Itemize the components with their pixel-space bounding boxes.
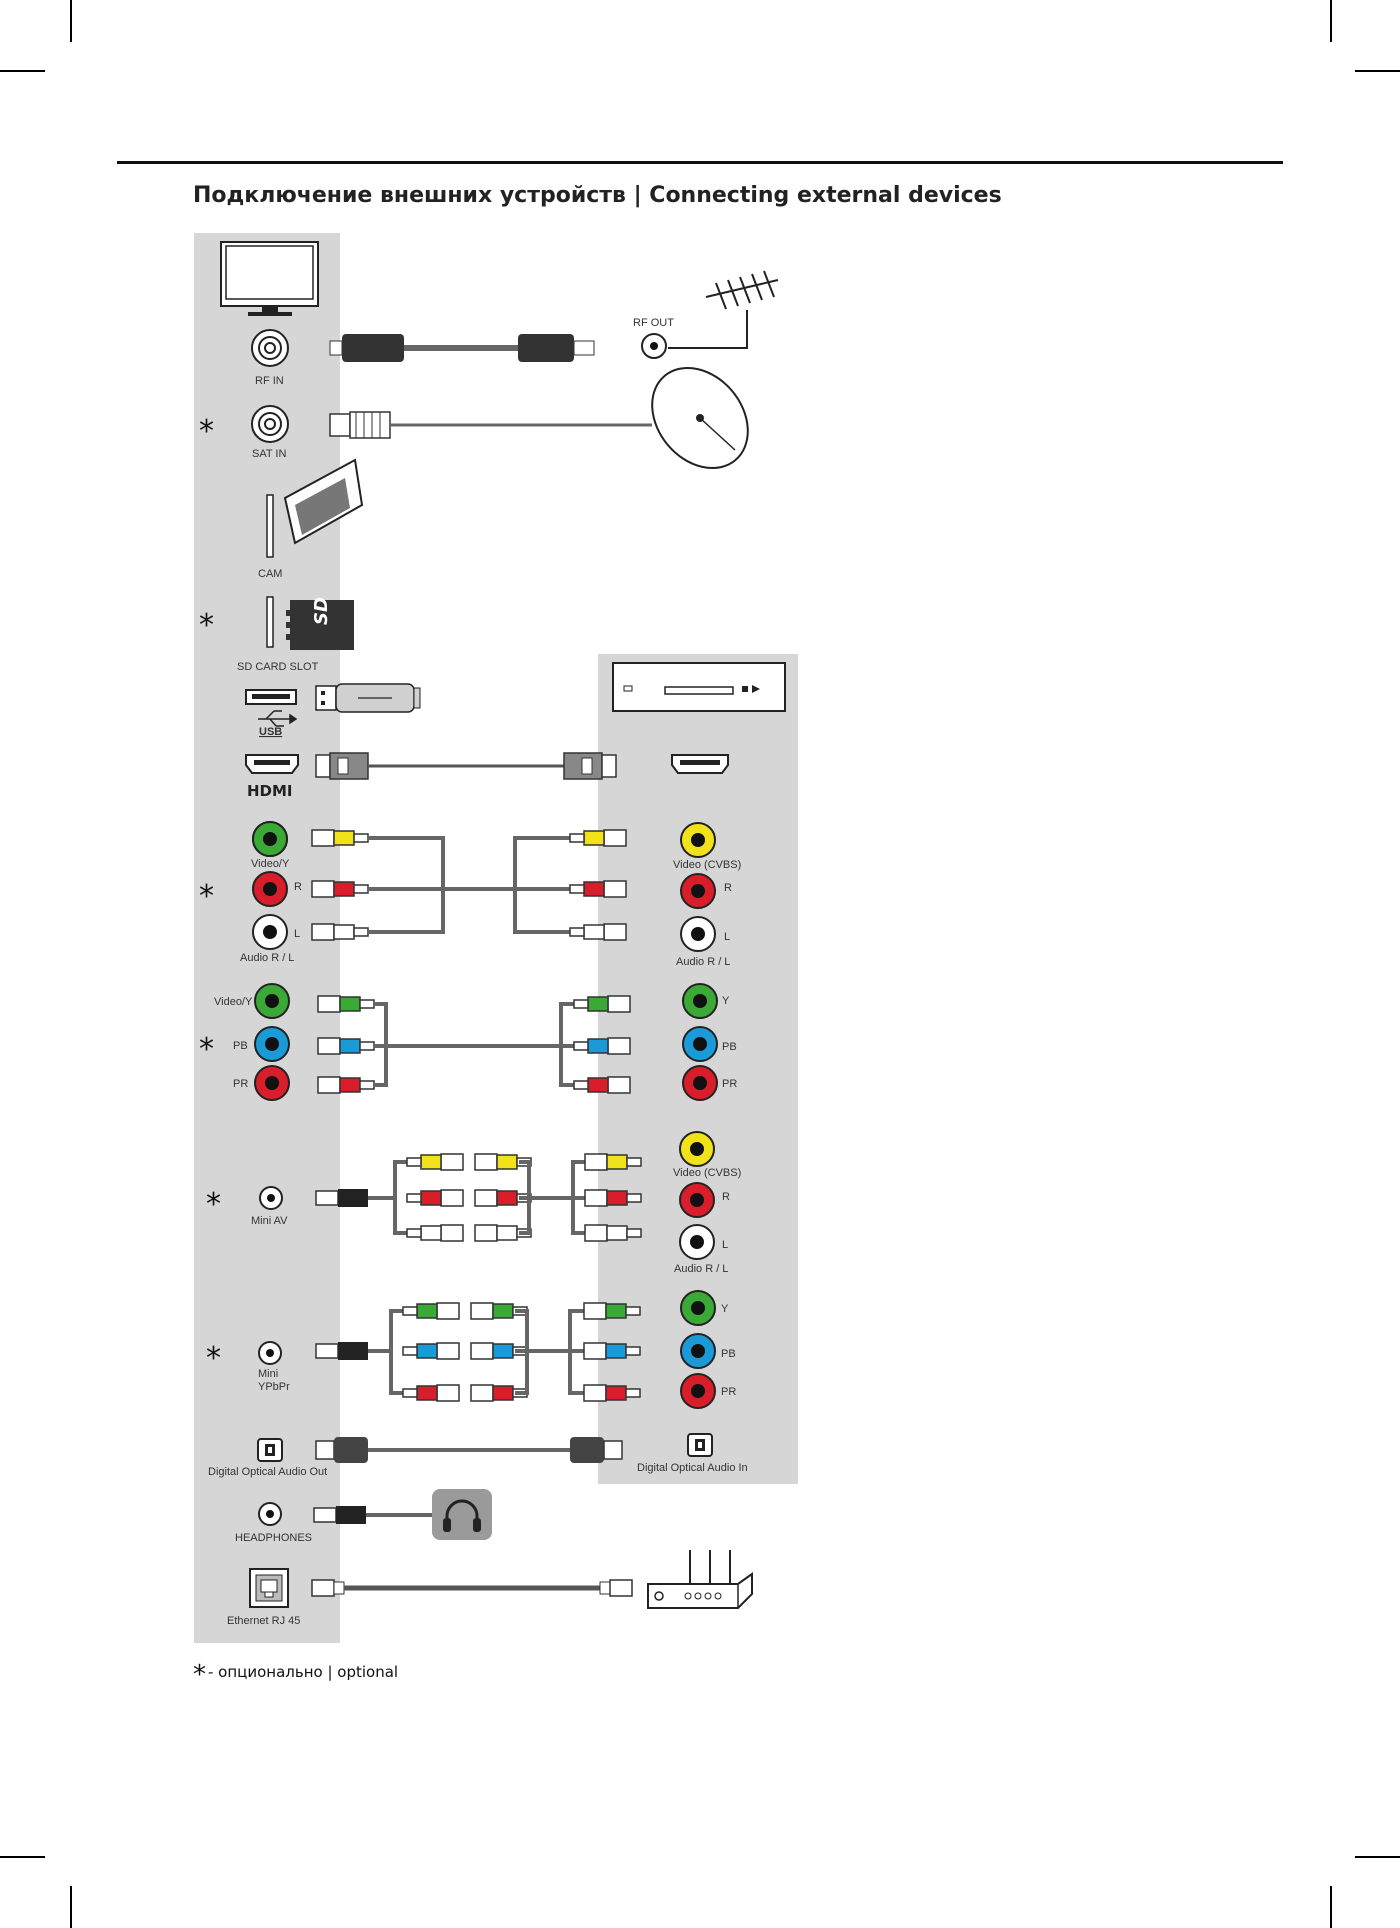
- headphones-jack-icon: [258, 1502, 282, 1526]
- sd-badge: SD: [311, 597, 332, 625]
- composite-av-cable: [311, 829, 627, 941]
- tv-comp-pb-label: PB: [233, 1040, 248, 1052]
- headphones-icon: [432, 1489, 492, 1540]
- tv-av-r-label: R: [294, 881, 302, 893]
- rf-in-socket-icon: [251, 329, 289, 367]
- optional-star: *: [206, 1187, 221, 1222]
- page-title: Подключение внешних устройств | Connecti…: [193, 183, 1002, 208]
- crop-mark: [1355, 70, 1400, 72]
- component-cable: [317, 995, 631, 1094]
- crop-mark: [0, 1856, 45, 1858]
- headphones-label: HEADPHONES: [235, 1532, 312, 1544]
- tv-av-audio-label: Audio R / L: [240, 952, 294, 964]
- dev-av-l-label: L: [724, 931, 730, 943]
- ethernet-port-icon: [249, 1568, 289, 1608]
- footnote-text: - опционально | optional: [208, 1663, 399, 1681]
- optional-star: *: [206, 1341, 221, 1376]
- tv-icon: [220, 241, 319, 316]
- tv-comp-video-label: Video/Y: [214, 996, 253, 1008]
- footnote: *- опционально | optional: [193, 1660, 398, 1690]
- dev-comp-pb-label: PB: [722, 1041, 737, 1053]
- hdmi-cable: [315, 752, 617, 780]
- media-player-icon: [612, 662, 786, 712]
- cam-label: CAM: [258, 568, 282, 580]
- optional-star: *: [199, 1032, 214, 1067]
- mini-av-label: Mini AV: [251, 1215, 288, 1227]
- crop-mark: [0, 70, 45, 72]
- sd-slot-icon: [266, 596, 274, 648]
- headphones-cable: [313, 1505, 432, 1525]
- mini-av-jack-icon: [259, 1186, 283, 1210]
- dev-av2-l-label: L: [722, 1239, 728, 1251]
- dev-comp2-y-label: Y: [721, 1303, 729, 1315]
- optical-out-label: Digital Optical Audio Out: [208, 1466, 327, 1478]
- hdmi-port-icon: [245, 754, 299, 774]
- header-rule: [117, 161, 1283, 164]
- optional-star: *: [199, 879, 214, 914]
- antenna-icon: [668, 270, 779, 349]
- satellite-dish-icon: [651, 366, 749, 470]
- cam-module-icon: [266, 458, 364, 558]
- sd-card-icon: SD: [286, 597, 354, 650]
- mini-ypbpr-jack-icon: [258, 1341, 282, 1365]
- dev-comp-y-label: Y: [722, 995, 730, 1007]
- usb-label: USB: [259, 726, 282, 738]
- crop-mark: [1330, 0, 1332, 42]
- optical-out-port-icon: [257, 1438, 283, 1462]
- mini-ypbpr-label-1: Mini: [258, 1368, 278, 1380]
- dev-av-video-label: Video (CVBS): [673, 859, 741, 871]
- optional-star: *: [199, 608, 214, 643]
- dev-av-audio-label: Audio R / L: [676, 956, 730, 968]
- usb-port-icon: [245, 689, 297, 705]
- optional-star: *: [199, 414, 214, 449]
- device-hdmi-port-icon: [671, 754, 729, 774]
- mini-av-cable: [315, 1153, 642, 1242]
- rf-out-socket-icon: [641, 333, 667, 359]
- dev-comp-pr-label: PR: [722, 1078, 737, 1090]
- rf-in-label: RF IN: [255, 375, 284, 387]
- rf-out-label: RF OUT: [633, 317, 674, 329]
- usb-stick-icon: [315, 683, 421, 713]
- ethernet-label: Ethernet RJ 45: [227, 1615, 300, 1627]
- usb-symbol-icon: [258, 710, 298, 727]
- optical-in-port-icon: [687, 1433, 713, 1457]
- sat-in-socket-icon: [251, 405, 289, 443]
- footnote-star: *: [193, 1660, 206, 1690]
- crop-mark: [1330, 1886, 1332, 1928]
- router-icon: [647, 1550, 753, 1609]
- dev-comp2-pr-label: PR: [721, 1386, 736, 1398]
- tv-av-video-label: Video/Y: [251, 858, 290, 870]
- crop-mark: [70, 1886, 72, 1928]
- dev-av2-r-label: R: [722, 1191, 730, 1203]
- tv-comp-pr-label: PR: [233, 1078, 248, 1090]
- dev-av2-audio-label: Audio R / L: [674, 1263, 728, 1275]
- dev-comp2-pb-label: PB: [721, 1348, 736, 1360]
- ethernet-cable: [311, 1579, 633, 1597]
- optical-in-label: Digital Optical Audio In: [637, 1462, 748, 1474]
- coax-cable: [329, 334, 595, 362]
- crop-mark: [1355, 1856, 1400, 1858]
- dev-av2-video-label: Video (CVBS): [673, 1167, 741, 1179]
- sat-in-label: SAT IN: [252, 448, 286, 460]
- tv-av-l-label: L: [294, 928, 300, 940]
- mini-ypbpr-cable: [315, 1302, 641, 1402]
- dev-av-r-label: R: [724, 882, 732, 894]
- mini-ypbpr-label-2: YPbPr: [258, 1381, 290, 1393]
- sd-card-label: SD CARD SLOT: [237, 661, 319, 673]
- f-connector-cable: [329, 411, 652, 439]
- crop-mark: [70, 0, 72, 42]
- hdmi-label: HDMI: [247, 782, 293, 800]
- optical-cable: [315, 1437, 623, 1463]
